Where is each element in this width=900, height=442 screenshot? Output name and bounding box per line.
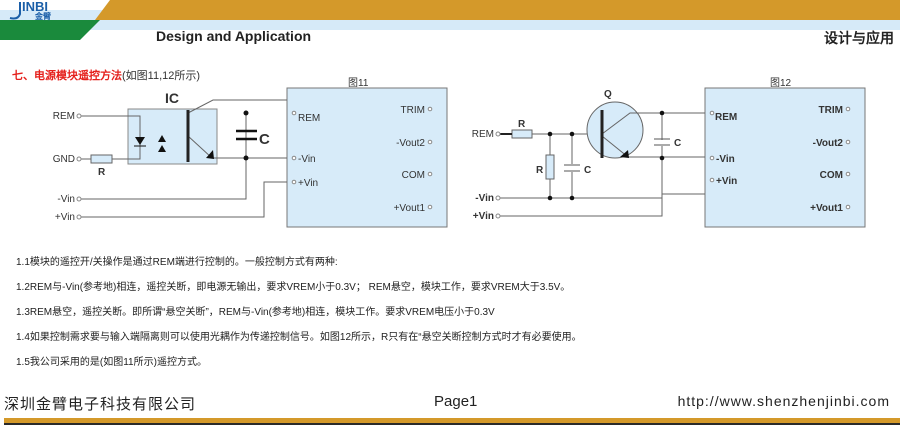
module-pin-rem: REM bbox=[298, 113, 320, 124]
module-pin-trim: TRIM bbox=[819, 105, 843, 116]
input-minus-vin: -Vin bbox=[475, 193, 494, 204]
section-heading: 七、电源模块遥控方法(如图11,12所示) bbox=[12, 67, 200, 83]
module-pin-trim: TRIM bbox=[401, 105, 425, 116]
svg-text:金臂: 金臂 bbox=[34, 11, 51, 21]
footer-rule bbox=[4, 418, 900, 425]
input-minus-vin: -Vin bbox=[57, 194, 75, 205]
module-pin-vout1: +Vout1 bbox=[810, 203, 843, 214]
footer-url[interactable]: http://www.shenzhenjinbi.com bbox=[677, 393, 890, 409]
resistor-label: R bbox=[98, 167, 106, 178]
fig11-caption: 图11 bbox=[348, 78, 369, 89]
module-pin-com: COM bbox=[820, 170, 843, 181]
ic-label: IC bbox=[165, 90, 179, 106]
fig11-circuit: IC C R REM GND -Vin +Vin REM -Vin +Vin T… bbox=[53, 87, 448, 228]
input-plus-vin: +Vin bbox=[55, 212, 75, 223]
input-gnd: GND bbox=[53, 154, 75, 165]
transistor-label: Q bbox=[604, 89, 612, 100]
input-plus-vin: +Vin bbox=[473, 211, 494, 222]
paragraph-1-1: 1.1模块的遥控开/关操作是通过REM端进行控制的。一般控制方式有两种: bbox=[16, 257, 338, 268]
section-title: 七、电源模块遥控方法 bbox=[12, 70, 122, 82]
header-subtitle-en: Design and Application bbox=[156, 28, 312, 44]
base-capacitor-label: C bbox=[584, 165, 591, 176]
paragraph-1-3: 1.3REM悬空，遥控关断。即所谓“悬空关断”，REM与-Vin(参考地)相连，… bbox=[16, 307, 495, 318]
module-pin-plus-vin: +Vin bbox=[716, 176, 737, 187]
shunt-resistor-label: R bbox=[536, 165, 544, 176]
svg-text:INBI: INBI bbox=[22, 0, 48, 14]
paragraph-1-4: 1.4如果控制需求要与输入端隔离则可以使用光耦作为传递控制信号。如图12所示，R… bbox=[16, 332, 582, 343]
module-pin-minus-vin: -Vin bbox=[298, 154, 316, 165]
footer-page: Page1 bbox=[434, 393, 478, 410]
fig12-circuit: Q R R C C REM -Vin +Vin REM -Vin +Vin TR… bbox=[472, 87, 866, 228]
section-note: (如图11,12所示) bbox=[122, 70, 201, 82]
input-rem: REM bbox=[53, 111, 75, 122]
module-pin-vout2: -Vout2 bbox=[813, 138, 844, 149]
header-banner: INBI 金臂 bbox=[0, 0, 900, 40]
capacitor-label: C bbox=[259, 131, 270, 148]
fig12-caption: 图12 bbox=[770, 78, 792, 89]
module-pin-rem: REM bbox=[715, 112, 737, 123]
input-rem: REM bbox=[472, 129, 494, 140]
module-pin-vout2: -Vout2 bbox=[396, 138, 425, 149]
module-pin-minus-vin: -Vin bbox=[716, 154, 735, 165]
paragraph-1-2: 1.2REM与-Vin(参考地)相连，遥控关断，即电源无输出，要求VREM小于0… bbox=[16, 282, 571, 293]
module-pin-plus-vin: +Vin bbox=[298, 178, 318, 189]
footer-company: 深圳金臂电子科技有限公司 bbox=[4, 396, 197, 413]
header-subtitle-cn: 设计与应用 bbox=[824, 30, 894, 46]
paragraph-1-5: 1.5我公司采用的是(如图11所示)遥控方式。 bbox=[16, 357, 207, 368]
module-pin-vout1: +Vout1 bbox=[394, 203, 426, 214]
module-pin-com: COM bbox=[402, 170, 425, 181]
company-logo: INBI 金臂 bbox=[9, 0, 51, 21]
series-resistor-label: R bbox=[518, 119, 526, 130]
output-capacitor-label: C bbox=[674, 138, 681, 149]
